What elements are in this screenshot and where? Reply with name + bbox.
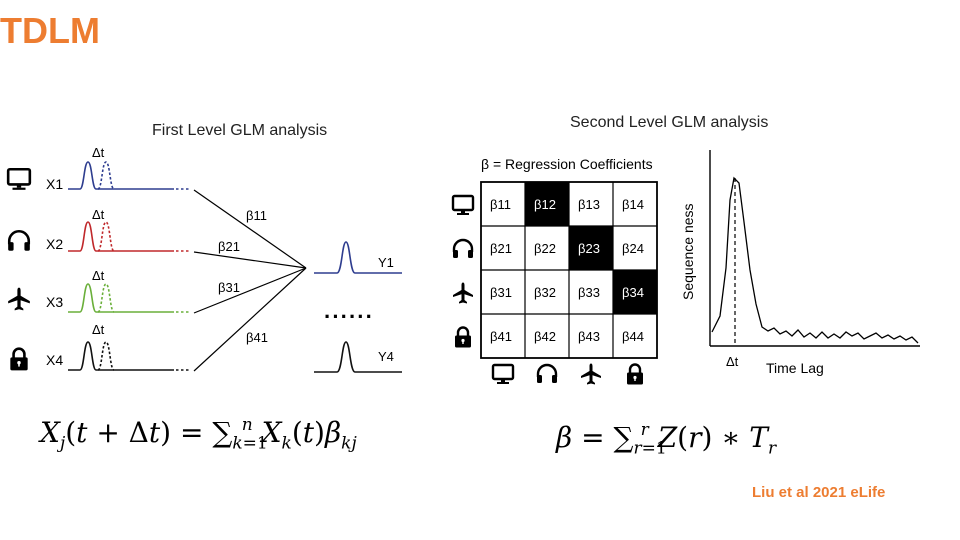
delta-t-label: Δt <box>92 268 105 283</box>
output-label-y4: Y4 <box>378 349 394 364</box>
matrix-cell: β21 <box>490 241 512 256</box>
delta-t-marker-label: Δt <box>726 354 739 369</box>
shifted-trace-x4 <box>97 341 115 371</box>
connector-line <box>193 251 307 269</box>
shifted-trace-x1 <box>97 161 115 190</box>
signal-trace-x3 <box>68 283 174 313</box>
matrix-cell: β14 <box>622 197 644 212</box>
matrix-cell: β23 <box>578 241 600 256</box>
beta-label: β21 <box>218 239 240 254</box>
delta-t-label: Δt <box>92 322 105 337</box>
matrix-cell: β13 <box>578 197 600 212</box>
matrix-cell: β31 <box>490 285 512 300</box>
highlighted-cell <box>569 226 613 270</box>
delta-t-label: Δt <box>92 207 105 222</box>
connector-line <box>193 189 307 269</box>
citation: Liu et al 2021 eLife <box>752 484 886 501</box>
matrix-cell: β24 <box>622 241 644 256</box>
signal-trace-x2 <box>68 221 174 252</box>
highlighted-cell <box>613 270 657 314</box>
matrix-cell: β43 <box>578 329 600 344</box>
matrix-cell: β33 <box>578 285 600 300</box>
matrix-cell: β32 <box>534 285 556 300</box>
matrix-cell: β34 <box>622 285 644 300</box>
row-label-x2: X2 <box>46 236 63 252</box>
headphones-icon <box>535 363 559 385</box>
airplane-icon <box>453 282 473 304</box>
headphones-icon <box>451 238 475 260</box>
sequenceness-plot: Δt Time Lag Sequence ness <box>680 150 920 376</box>
matrix-caption: β = Regression Coefficients <box>481 156 653 172</box>
airplane-icon <box>581 363 601 385</box>
matrix-cell: β42 <box>534 329 556 344</box>
sequenceness-curve <box>711 176 919 344</box>
ellipsis-dots: ······ <box>324 304 374 329</box>
matrix-cell: β11 <box>490 197 511 212</box>
matrix-cell: β22 <box>534 241 556 256</box>
shifted-trace-x2 <box>97 221 115 252</box>
beta-label: β41 <box>246 330 268 345</box>
matrix-cell: β41 <box>490 329 512 344</box>
connector-line <box>193 267 307 314</box>
shifted-trace-x3 <box>97 283 115 313</box>
matrix-cell: β44 <box>622 329 644 344</box>
beta-label: β11 <box>246 208 267 223</box>
monitor-icon <box>6 167 32 192</box>
second-level-formula: β = ∑r=1r Z(r) ∗ Tr <box>556 420 777 459</box>
airplane-icon <box>8 287 30 311</box>
signal-trace-x4 <box>68 341 174 371</box>
monitor-icon <box>491 363 515 386</box>
row-label-x4: X4 <box>46 352 63 368</box>
row-label-x3: X3 <box>46 294 63 310</box>
lock-icon <box>625 363 645 386</box>
highlighted-cell <box>525 182 569 226</box>
page-title: TDLM <box>0 10 100 51</box>
lock-icon <box>453 326 473 349</box>
signal-trace-x1 <box>68 161 174 190</box>
headphones-icon <box>6 229 32 253</box>
first-level-heading: First Level GLM analysis <box>152 122 328 139</box>
coefficient-matrix <box>480 181 658 359</box>
lock-icon <box>9 347 29 372</box>
second-level-heading: Second Level GLM analysis <box>570 114 769 131</box>
row-label-x1: X1 <box>46 176 63 192</box>
matrix-cell: β12 <box>534 197 556 212</box>
delta-t-label: Δt <box>92 145 105 160</box>
plot-x-label: Time Lag <box>766 360 824 376</box>
output-label-y1: Y1 <box>378 255 394 270</box>
connector-line <box>193 267 307 372</box>
output-trace-y1 <box>314 241 402 274</box>
plot-y-label: Sequence ness <box>680 203 696 300</box>
output-trace-y4 <box>314 341 402 373</box>
first-level-formula: Xj(t + Δt) = ∑k=1n Xk(t)βkj <box>40 415 357 454</box>
monitor-icon <box>451 194 475 217</box>
beta-label: β31 <box>218 280 240 295</box>
